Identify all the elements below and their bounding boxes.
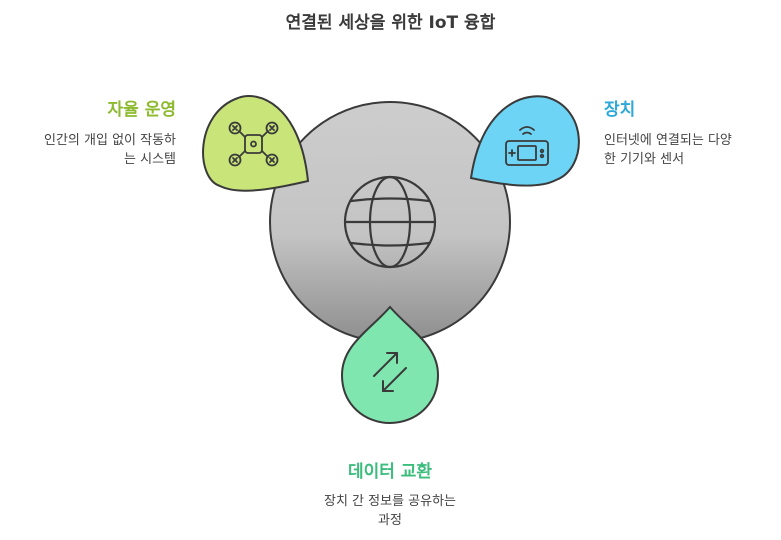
autonomous-description: 인간의 개입 없이 작동하 는 시스템 — [0, 131, 176, 169]
exchange-drop — [340, 305, 440, 425]
exchange-arrows-icon — [373, 352, 407, 392]
exchange-desc-line1: 장치 간 정보를 공유하는 — [324, 494, 456, 509]
device-description: 인터넷에 연결되는 다양 한 기기와 센서 — [604, 131, 779, 169]
diagram-title: 연결된 세상을 위한 IoT 융합 — [285, 13, 496, 33]
autonomous-desc-line1: 인간의 개입 없이 작동하 — [44, 133, 176, 148]
exchange-desc-line2: 과정 — [378, 513, 402, 528]
exchange-heading: 데이터 교환 — [347, 462, 433, 482]
device-desc-line2: 한 기기와 센서 — [604, 152, 685, 167]
exchange-description: 장치 간 정보를 공유하는 과정 — [290, 492, 490, 530]
autonomous-desc-line2: 는 시스템 — [124, 152, 176, 167]
drone-icon — [228, 121, 279, 167]
device-desc-line1: 인터넷에 연결되는 다양 — [604, 133, 732, 148]
wireless-handheld-device-icon — [505, 126, 549, 166]
device-heading: 장치 — [604, 100, 636, 120]
autonomous-heading: 자율 운영 — [107, 100, 176, 120]
globe-icon — [343, 175, 437, 269]
